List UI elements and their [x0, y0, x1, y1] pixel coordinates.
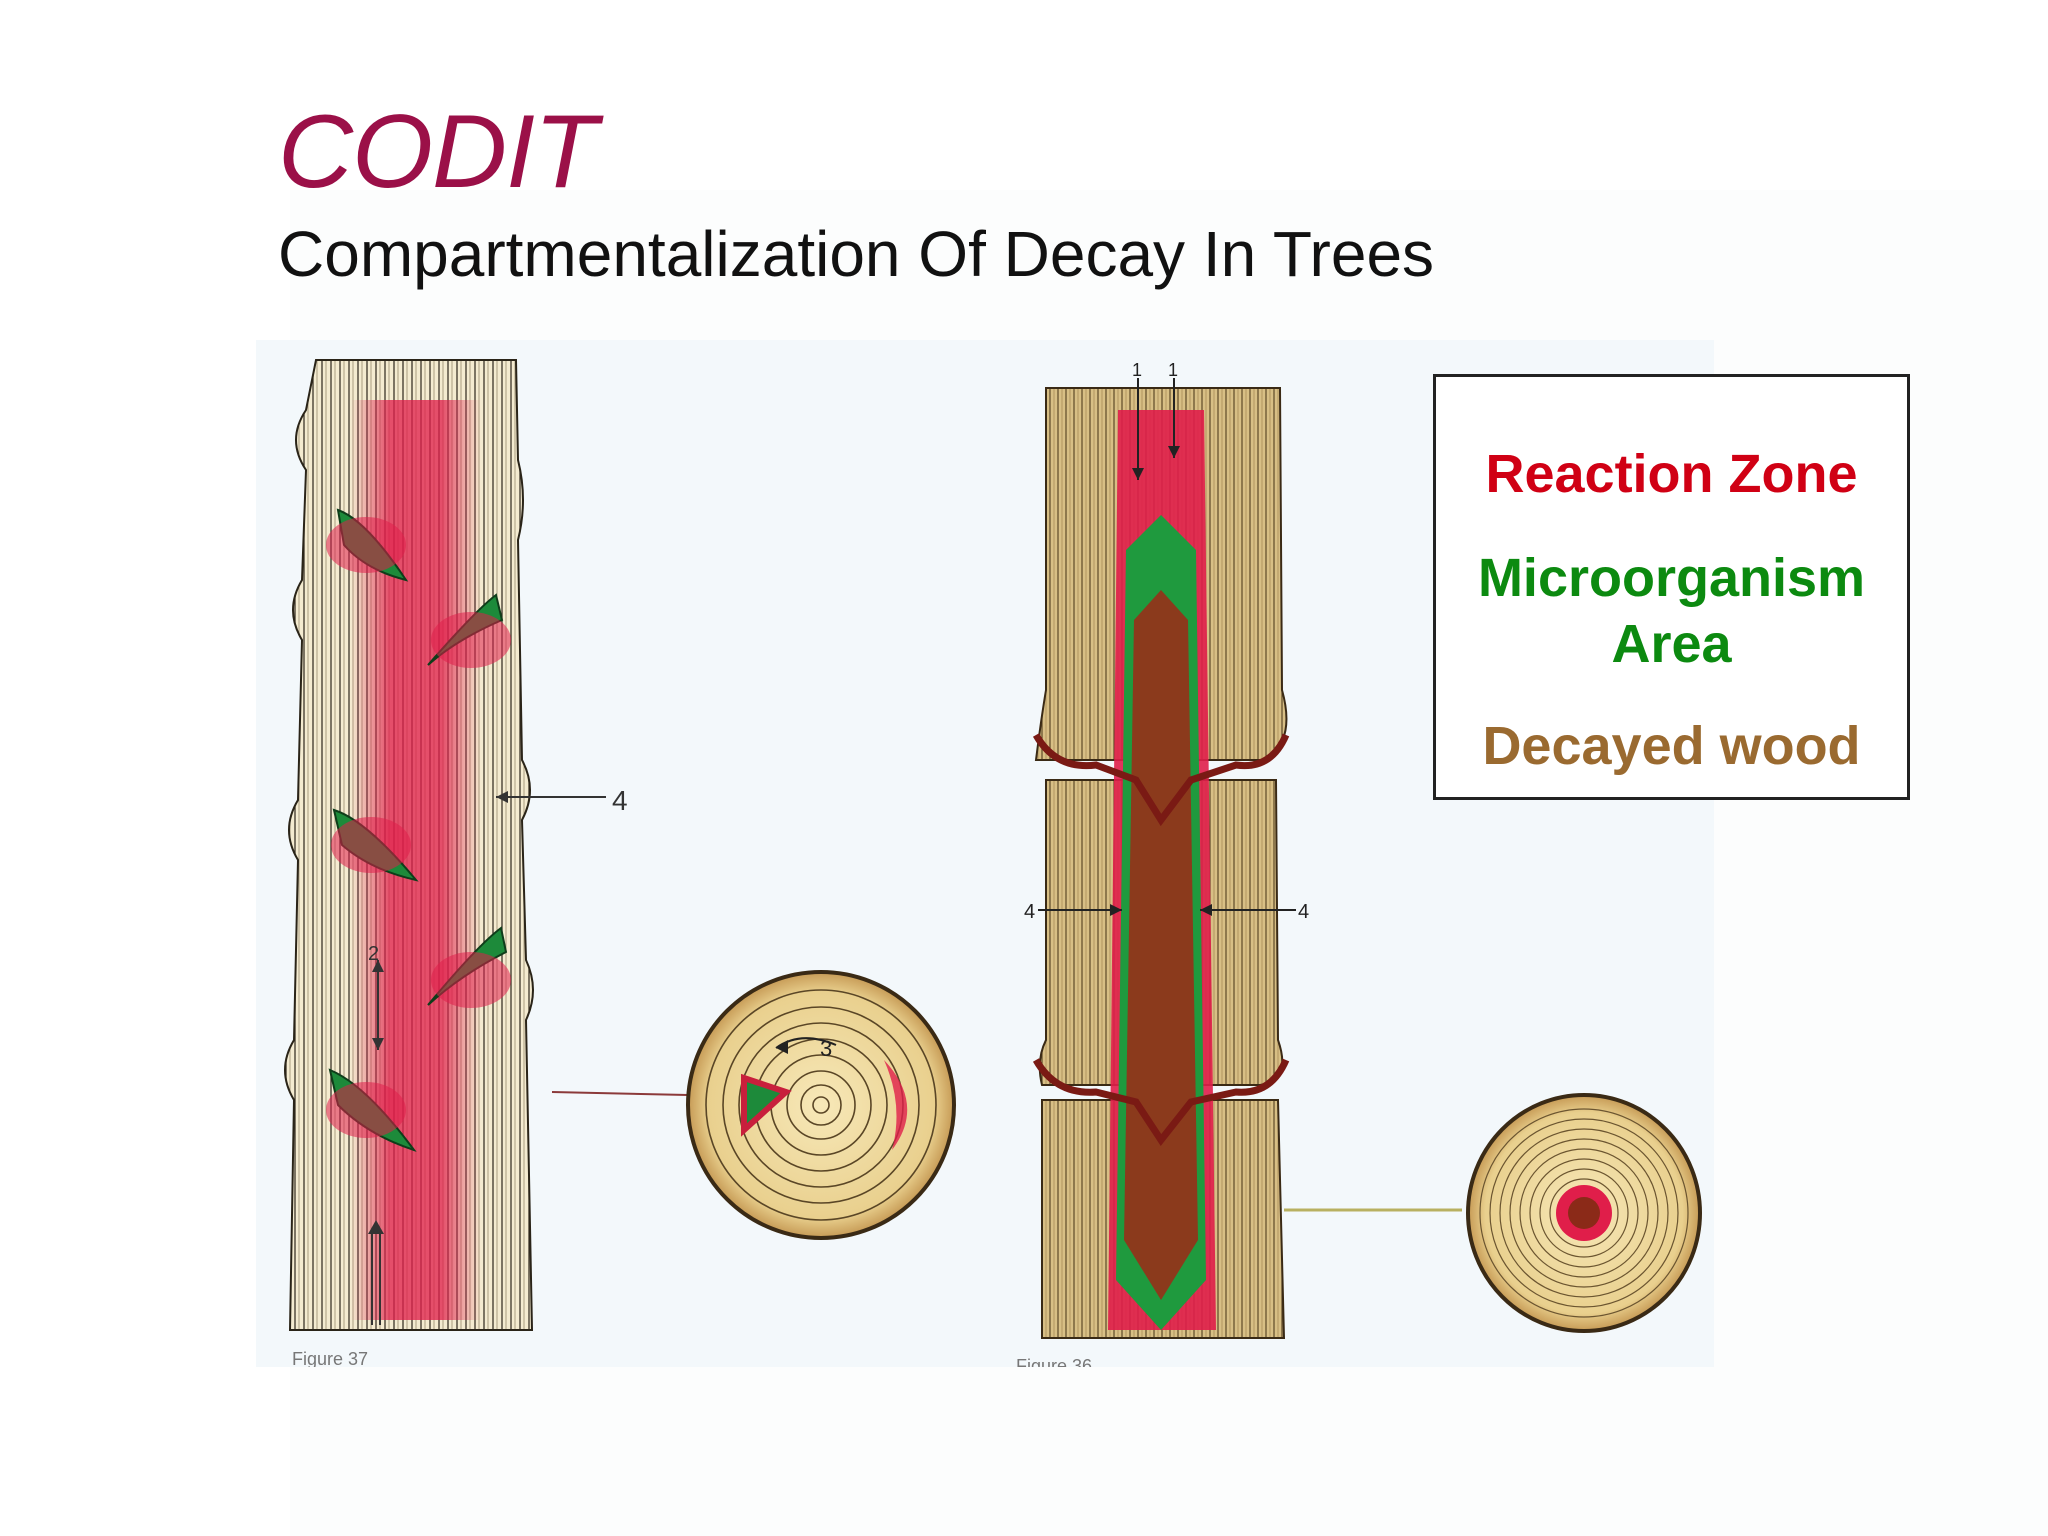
- left-branch-stubs: [326, 508, 511, 1152]
- left-small-label: 2: [368, 943, 379, 965]
- right-trunk-figure: 1 1 4 4 Figure 36: [1016, 360, 1462, 1367]
- left-trunk-figure: 4 2 Figure 37: [284, 359, 689, 1367]
- left-cross-section: 3: [686, 970, 956, 1240]
- codit-illustration: 4 2 Figure 37: [284, 359, 1702, 1367]
- right-top-label-2: 1: [1168, 360, 1178, 380]
- legend-box: Reaction Zone Microorganism Area Decayed…: [1433, 374, 1910, 800]
- right-top-label-1: 1: [1132, 360, 1142, 380]
- cross-section-arrow-label: 3: [820, 1036, 832, 1061]
- legend-reaction-zone: Reaction Zone: [1485, 444, 1858, 504]
- slide-title: CODIT: [278, 94, 598, 210]
- right-side-label-left: 4: [1024, 901, 1035, 923]
- right-side-label-right: 4: [1298, 901, 1309, 923]
- slide-subtitle: Compartmentalization Of Decay In Trees: [278, 218, 1435, 290]
- left-figure-caption: Figure 37: [292, 1349, 368, 1367]
- right-figure-caption: Figure 36: [1016, 1356, 1092, 1367]
- left-arrow-label: 4: [612, 785, 628, 816]
- right-cross-section: [1466, 1093, 1702, 1333]
- legend-microorganism-area: Microorganism Area: [1477, 548, 1866, 674]
- legend-decayed-wood: Decayed wood: [1482, 716, 1861, 776]
